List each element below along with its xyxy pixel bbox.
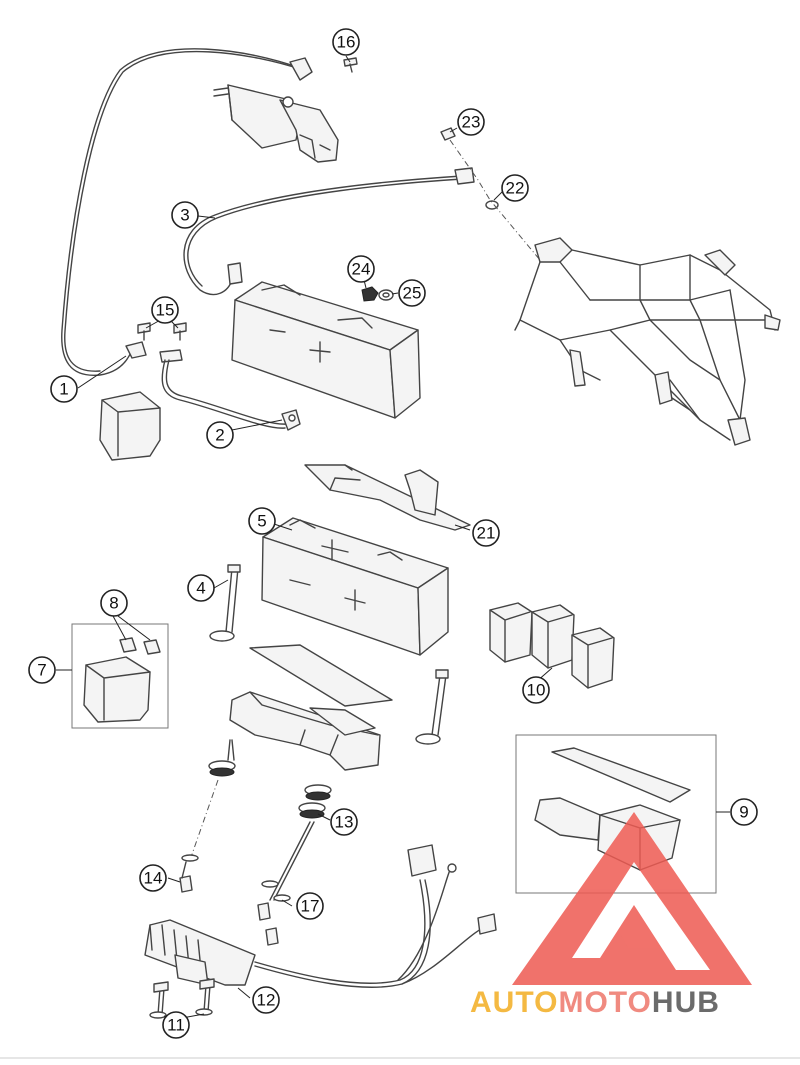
cable-2	[159, 349, 301, 431]
callout-21-label: 21	[477, 524, 496, 543]
callout-14: 14	[139, 864, 167, 892]
callout-23-label: 23	[462, 113, 481, 132]
callout-17: 17	[296, 892, 324, 920]
callout-16: 16	[332, 28, 360, 56]
battery-tray	[229, 691, 381, 771]
callout-1-label: 1	[59, 380, 68, 399]
callout-11-label: 11	[167, 1016, 185, 1035]
callout-22: 22	[501, 174, 529, 202]
callout-9-label: 9	[739, 803, 748, 822]
callout-17-label: 17	[301, 897, 320, 916]
callout-1: 1	[50, 375, 78, 403]
callout-8: 8	[100, 589, 128, 617]
screw-4	[209, 564, 241, 642]
callout-5-label: 5	[257, 512, 266, 531]
battery-pad	[249, 644, 393, 707]
callout-22-label: 22	[506, 179, 525, 198]
bolts-14-17	[179, 779, 315, 946]
relays-10	[489, 602, 615, 689]
watermark-moto: MOTO	[558, 986, 651, 1019]
bolts-11	[149, 978, 215, 1019]
callout-15: 15	[151, 296, 179, 324]
watermark-text: AUTOMOTOHUB	[470, 986, 720, 1019]
callout-12-label: 12	[257, 991, 276, 1010]
watermark-wordmark: AUTOMOTOHUB	[470, 986, 720, 1019]
callout-7-label: 7	[37, 661, 46, 680]
callout-11: 11	[162, 1011, 190, 1039]
watermark-triangle-icon	[512, 812, 752, 985]
callout-25: 25	[398, 279, 426, 307]
callout-13: 13	[330, 808, 358, 836]
battery-5	[261, 517, 449, 656]
callout-13-label: 13	[335, 813, 354, 832]
callout-21: 21	[472, 519, 500, 547]
callout-16-label: 16	[337, 33, 356, 52]
regulator-12	[144, 919, 256, 986]
cable-1	[61, 48, 313, 376]
callout-9: 9	[730, 798, 758, 826]
callout-23: 23	[457, 108, 485, 136]
relay-upper	[99, 391, 161, 461]
screw-16	[343, 57, 358, 73]
watermark-hub: HUB	[652, 986, 720, 1019]
watermark-auto: AUTO	[470, 986, 558, 1019]
callout-8-label: 8	[109, 594, 118, 613]
callout-10: 10	[522, 676, 550, 704]
callout-2-label: 2	[215, 426, 224, 445]
callout-14-label: 14	[144, 869, 163, 888]
bracket-21	[304, 464, 471, 531]
starter-motor	[213, 84, 339, 163]
callout-24: 24	[347, 255, 375, 283]
relay-box-7	[71, 623, 169, 729]
callout-10-label: 10	[527, 681, 546, 700]
watermark-logo	[512, 812, 752, 985]
callout-25-label: 25	[403, 284, 422, 303]
bolts-15	[137, 322, 187, 341]
main-frame	[514, 237, 781, 446]
nut-24-washer-25	[361, 286, 394, 302]
callout-7: 7	[28, 656, 56, 684]
battery-upper	[231, 281, 421, 419]
callout-4: 4	[187, 574, 215, 602]
rubber-mounts-13	[208, 739, 332, 819]
callout-15-label: 15	[156, 301, 175, 320]
wiring-harness	[254, 844, 497, 988]
callout-24-label: 24	[352, 260, 371, 279]
callout-12: 12	[252, 986, 280, 1014]
screw-right	[415, 669, 449, 745]
callout-2: 2	[206, 421, 234, 449]
cable-3	[183, 167, 475, 296]
callout-4-label: 4	[196, 579, 205, 598]
callout-3: 3	[171, 201, 199, 229]
callout-3-label: 3	[180, 206, 189, 225]
callout-5: 5	[248, 507, 276, 535]
